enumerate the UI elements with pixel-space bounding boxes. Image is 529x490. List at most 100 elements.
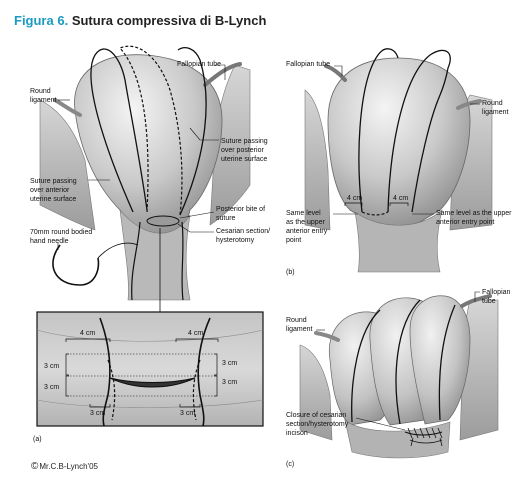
panel-a-letter: (a) (33, 436, 42, 443)
panel-b-suture-left (358, 48, 399, 213)
panel-c-label-closure-1: Closure of cesarian (286, 412, 346, 419)
panel-c-label-closure-2: section/hysterotomy (286, 421, 349, 428)
panel-b-leader-tube (334, 65, 343, 76)
panel-a-suture-tail-right (181, 221, 184, 301)
panel-c-leader-closure (355, 417, 406, 431)
panel-a-leader-tube (215, 64, 226, 80)
panel-a-needle (52, 244, 100, 286)
panel-a-inset-bracket-bottom-right (179, 404, 201, 408)
panel-b-suture-cross (361, 211, 389, 216)
panel-a-label-bite-2: suture (216, 215, 236, 222)
panel-a-inset-bracket-left-lower (65, 375, 69, 397)
panel-c-lower-stitches (409, 437, 443, 447)
panel-c-label-round-2: ligament (286, 326, 313, 333)
panel-c-lobe-right (409, 295, 471, 425)
panel-a-inset-fold-1 (36, 329, 264, 342)
panel-c-label-closure-3: incison (286, 430, 308, 437)
panel-a-label-posterior-3: uterine surface (221, 156, 267, 163)
panel-b-label-same-left-3: anterior entry (286, 228, 328, 235)
figure-number: Figura 6. (14, 13, 69, 28)
panel-c-label-round-1: Round (286, 317, 307, 324)
panel-a-uterus (74, 54, 223, 239)
panel-a-label-bite-1: Posterior bite of (216, 206, 265, 213)
panel-b-dim-right: 4 cm (393, 195, 408, 202)
panel-a-leader-bite (179, 211, 215, 219)
panel-c-left-tissue (299, 344, 333, 441)
panel-c-label-fallopian-1: Fallopian (482, 289, 511, 296)
panel-a-inset-incision (109, 377, 196, 388)
panel-c-closure-stitches (407, 427, 443, 439)
panel-b-suture-right (387, 49, 451, 213)
panel-c-suture-1 (351, 309, 381, 423)
panel-b-letter: (b) (286, 269, 295, 276)
panel-a-inset-bracket-top-right (175, 338, 219, 342)
panel-b-dim-left: 4 cm (347, 195, 362, 202)
panel-c-suture-3 (438, 304, 456, 421)
panel-a-right-tissue (209, 64, 251, 226)
figure-title: Figura 6. Sutura compressiva di B-Lynch (14, 13, 266, 28)
panel-a-inset-frame (36, 311, 264, 427)
panel-c-round-ligament (314, 331, 340, 342)
panel-b-label-same-left-1: Same level (286, 210, 321, 217)
panel-a-label-tube: Fallopian tube (177, 61, 221, 68)
panel-a-inset-suture-left (99, 317, 111, 427)
panel-a-inset-bracket-bottom-left (89, 404, 111, 408)
panel-b-suture-right-2 (411, 99, 439, 213)
panel-c-label-fallopian-2: tube (482, 298, 496, 305)
panel-a-round-ligament (53, 98, 82, 117)
panel-b-fallopian-tube (324, 64, 347, 82)
panel-a-label-needle-1: 70mm round bodied (30, 229, 92, 236)
panel-a-label-posterior-1: Suture passing (221, 138, 268, 145)
panel-a-inset-left-upper: 3 cm (44, 363, 59, 370)
panel-a-inset-bottom-right: 3 cm (180, 410, 195, 417)
panel-b-label-same-left-2: as the upper (286, 219, 326, 226)
panel-c-suture-2 (395, 299, 421, 425)
copyright-text: Mr.C.B-Lynch'05 (39, 462, 98, 471)
panel-a-hysterotomy (146, 215, 180, 227)
panel-a-inset-right-lower: 3 cm (222, 379, 237, 386)
panel-a-label-round-2: ligament (30, 97, 57, 104)
panel-c: Fallopian tube Round ligament Closure of… (286, 289, 511, 468)
panel-a-fallopian-tube (203, 62, 242, 87)
panel-a-inset-left-lower: 3 cm (44, 384, 59, 391)
panel-a-needle-thread (97, 242, 139, 259)
panel-a-label-posterior-2: over posterior (221, 147, 264, 154)
panel-a-left-tissue (39, 99, 96, 231)
panel-a-label-round-1: Round (30, 88, 51, 95)
panel-b-label-same-right-2: anterior entry point (436, 219, 494, 226)
panel-b-left-tissue (304, 89, 331, 231)
panel-b-bracket-right (389, 202, 409, 206)
panel-a-inset-suture-left-dash (107, 359, 116, 421)
panel-b-label-tube: Fallopian tube (286, 61, 330, 68)
panel-a-suture-tail-left (131, 221, 141, 301)
panel-a-inset-suture-right (197, 317, 211, 427)
figure-title-text: Sutura compressiva di B-Lynch (71, 13, 267, 28)
panel-b: Fallopian tube Round ligament 4 cm 4 cm … (286, 48, 512, 276)
panel-a-label-anterior-3: uterine surface (30, 196, 76, 203)
panel-a-inset-fold-2 (36, 399, 264, 408)
panel-a-inset: 4 cm 4 cm 3 cm 3 cm 3 cm 3 cm 3 cm 3 cm (36, 311, 264, 427)
panel-c-leader-fallopian (474, 291, 480, 302)
panel-a-inset-bracket-right-lower (214, 375, 218, 397)
panel-a-suture-right (177, 47, 207, 216)
panel-a-label-cesarian-1: Cesarian section/ (216, 228, 270, 235)
panel-a-inset-right-upper: 3 cm (222, 360, 237, 367)
panel-a-label-anterior-2: over anterior (30, 187, 70, 194)
panel-c-letter: (c) (286, 461, 294, 468)
panel-a-inset-bracket-left-upper (65, 353, 69, 376)
panel-c-fallopian-tube (460, 294, 492, 308)
panel-b-lower-segment (354, 209, 443, 273)
copyright-line: ©Mr.C.B-Lynch'05 (31, 461, 98, 472)
panel-b-label-same-right-1: Same level as the upper (436, 210, 512, 217)
panel-b-bracket-left (344, 202, 363, 206)
panel-a-inset-bottom-left: 3 cm (90, 410, 105, 417)
panel-a-label-needle-2: hand needle (30, 238, 69, 245)
copyright-symbol: © (31, 461, 39, 472)
panel-a-inset-bracket-top-left (65, 338, 111, 342)
panel-a-inset-suture-right-dash (192, 359, 201, 421)
panel-b-label-round-1: Round (482, 100, 503, 107)
panel-b-label-same-left-4: point (286, 237, 301, 244)
panel-a-leader-posterior (189, 127, 219, 141)
panel-a-suture-anterior (90, 48, 148, 213)
